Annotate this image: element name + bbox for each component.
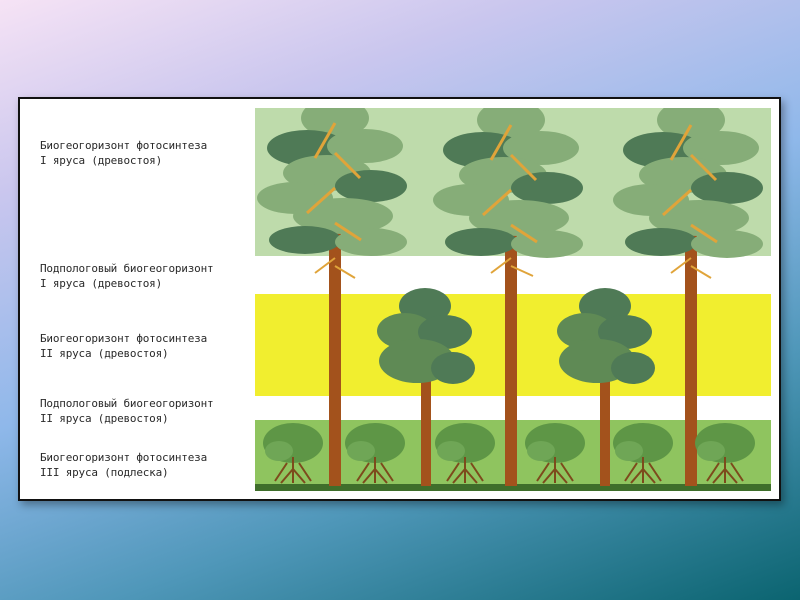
label-tier2-subcanopy: Подпологовый биогеогоризонт II яруса (др… (40, 396, 265, 426)
label-line: Биогеогоризонт фотосинтеза (40, 332, 207, 345)
label-line: Подпологовый биогеогоризонт (40, 397, 214, 410)
label-line: Биогеогоризонт фотосинтеза (40, 139, 207, 152)
label-line: III яруса (подлеска) (40, 466, 169, 479)
label-line: II яруса (древостоя) (40, 412, 169, 425)
label-tier1-subcanopy: Подпологовый биогеогоризонт I яруса (дре… (40, 261, 265, 291)
label-tier3-photosynthesis: Биогеогоризонт фотосинтеза III яруса (по… (40, 450, 265, 480)
label-line: Подпологовый биогеогоризонт (40, 262, 214, 275)
label-line: I яруса (древостоя) (40, 277, 163, 290)
forest-illustration (255, 108, 771, 491)
pine-trunk (685, 228, 697, 486)
label-tier2-photosynthesis: Биогеогоризонт фотосинтеза II яруса (дре… (40, 331, 265, 361)
pine-trunk (505, 228, 517, 486)
pine-trunk (329, 228, 341, 486)
label-line: II яруса (древостоя) (40, 347, 169, 360)
diagram-card: Биогеогоризонт фотосинтеза I яруса (древ… (18, 97, 781, 501)
ground-strip (255, 484, 771, 491)
label-tier1-photosynthesis: Биогеогоризонт фотосинтеза I яруса (древ… (40, 138, 265, 168)
mid-tree-trunk (421, 363, 431, 486)
mid-tree-trunk (600, 363, 610, 486)
label-line: Биогеогоризонт фотосинтеза (40, 451, 207, 464)
label-line: I яруса (древостоя) (40, 154, 163, 167)
